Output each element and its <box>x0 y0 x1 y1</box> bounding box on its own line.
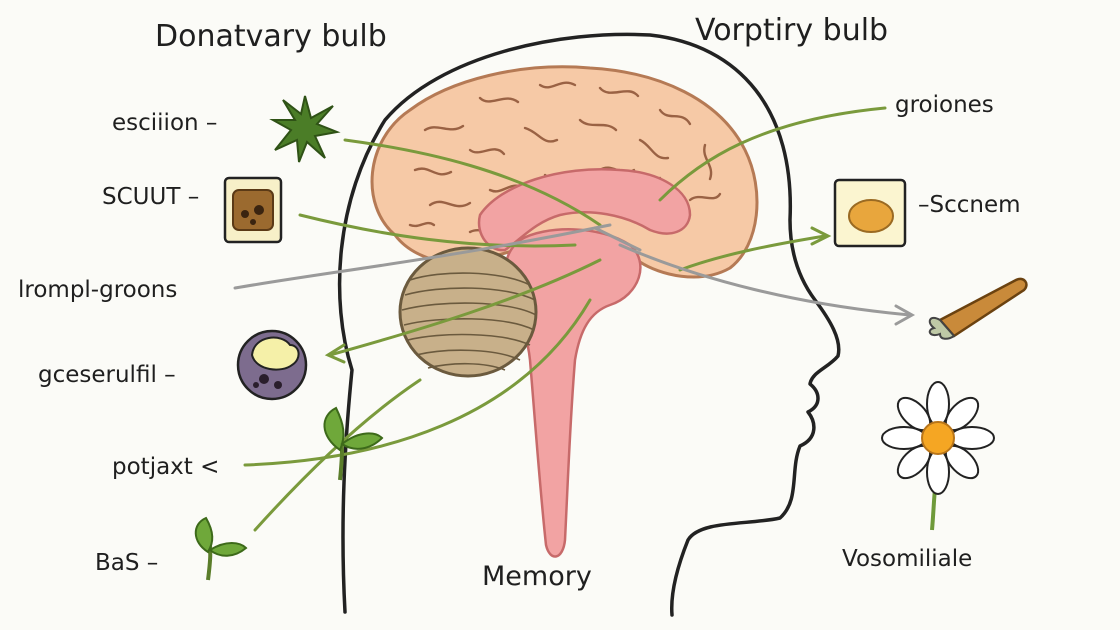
label-escilion: esciiion – <box>112 110 217 136</box>
label-memory: Memory <box>482 561 592 592</box>
label-vosomiliale: Vosomiliale <box>842 546 972 572</box>
head-outline <box>337 32 841 617</box>
label-bas: BaS – <box>95 550 158 576</box>
label-groiones: groiones <box>895 92 994 118</box>
label-sccnem: –Sccnem <box>918 192 1021 218</box>
round-fruit-icon <box>236 329 308 401</box>
cheese-jar-icon <box>833 178 907 248</box>
sprout-icon <box>323 406 384 481</box>
arrowhead-fruit <box>324 343 346 364</box>
arrowhead-carrot <box>894 304 916 326</box>
cerebellum-stripes <box>401 272 537 371</box>
title-left: Donatvary bulb <box>155 19 387 54</box>
carrot-icon <box>928 277 1028 340</box>
label-scuut: SCUUT – <box>102 184 199 210</box>
star-burst-icon <box>269 95 341 163</box>
label-trompl: lrompl-groons <box>18 277 177 303</box>
title-right: Vorptiry bulb <box>695 13 888 48</box>
label-potjaxt: potjaxt < <box>112 454 219 480</box>
arrowhead-scc <box>810 226 832 246</box>
jar-icon <box>223 176 283 244</box>
daisy-icon <box>881 381 995 531</box>
label-gceserulfil: gceserulfil – <box>38 362 176 388</box>
connector-lines <box>233 106 912 532</box>
sprout-small-icon <box>194 516 248 581</box>
